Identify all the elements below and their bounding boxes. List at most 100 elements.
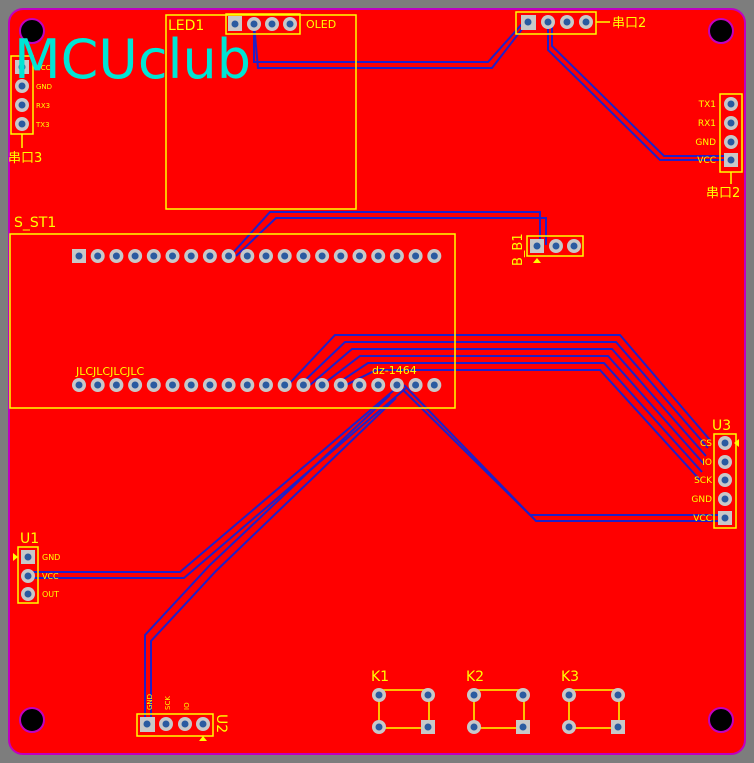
header-pad-hole (187, 381, 195, 389)
header-pad-hole (75, 252, 83, 260)
u3-connector[interactable]: U3 CS IO SCK GND VCC (691, 418, 739, 529)
serial2-top-connector[interactable]: 串口2 (515, 11, 646, 35)
header-pad-hole (430, 252, 438, 260)
header-pad-hole (412, 381, 420, 389)
header-pad-hole (94, 252, 102, 260)
u3-outline (713, 433, 737, 529)
header-pad-hole (94, 381, 102, 389)
led1-label: OLED (306, 18, 336, 31)
serial2-right-pin-label: GND (695, 138, 716, 148)
key-k3[interactable]: K3 (561, 669, 625, 734)
serial2-right-pin-label: TX1 (698, 100, 716, 110)
led1-ref: LED1 (168, 18, 204, 34)
header-pad-hole (225, 252, 233, 260)
u2-connector[interactable]: U2 GND SCK IO (136, 694, 229, 741)
s-st1-top-header (72, 249, 442, 263)
s-st1-part-number: dz-1464 (372, 364, 417, 377)
traces (28, 23, 730, 720)
header-pad-hole (187, 252, 195, 260)
u2-pin-label: GND (146, 694, 154, 710)
header-pad-hole (225, 381, 233, 389)
header-pad-hole (262, 252, 270, 260)
s-st1-outline (9, 233, 456, 409)
u3-pin-label: VCC (693, 514, 712, 524)
led1-header-outline (225, 13, 301, 35)
mounting-hole-top-left (19, 18, 45, 44)
serial2-top-ref: 串口2 (612, 16, 646, 31)
header-pad-hole (206, 252, 214, 260)
serial3-connector[interactable]: VCC GND RX3 TX3 串口3 (8, 55, 52, 166)
serial2-right-pins (724, 97, 738, 167)
mounting-hole-bottom-left (19, 707, 45, 733)
b-b1-ref: B_B1 (511, 233, 526, 266)
u2-pin-label: IO (183, 702, 191, 710)
s-st1-silk-text: JLCJLCJLCJLC (75, 365, 145, 378)
s-st1-module[interactable]: S_ST1 JLCJLCJLCJLC dz-1464 (9, 215, 456, 409)
b-b1-outline (526, 235, 584, 257)
header-pad-hole (318, 381, 326, 389)
key-k2[interactable]: K2 (466, 669, 530, 734)
header-pad-hole (112, 381, 120, 389)
header-pad-hole (412, 252, 420, 260)
u1-pin-label: OUT (42, 590, 59, 599)
header-pad-hole (393, 381, 401, 389)
u3-pin-label: SCK (694, 476, 713, 486)
u3-pin-label: CS (700, 439, 712, 449)
header-pad-hole (356, 252, 363, 260)
led1-pins (228, 16, 297, 31)
s-st1-ref: S_ST1 (14, 215, 56, 231)
header-pad-hole (75, 381, 83, 389)
header-pad-hole (131, 381, 139, 389)
u2-ref: U2 (213, 714, 229, 733)
mounting-hole-top-right (708, 18, 734, 44)
mounting-hole-bottom-right (708, 707, 734, 733)
k1-ref: K1 (371, 669, 389, 685)
header-pad-hole (337, 252, 345, 260)
u1-ref: U1 (20, 531, 39, 547)
header-pad-hole (393, 252, 401, 260)
serial2-right-pin-label: VCC (697, 156, 716, 166)
u1-pin-label: GND (42, 553, 60, 562)
header-pad-hole (243, 252, 251, 260)
led1-module[interactable]: LED1 OLED (165, 13, 357, 210)
header-pad-hole (374, 252, 382, 260)
serial3-pins (15, 60, 29, 131)
u3-pin-label: IO (702, 458, 712, 468)
u1-pin-label: VCC (42, 572, 59, 581)
header-pad-hole (374, 381, 382, 389)
serial3-pin-label: VCC (36, 64, 51, 72)
serial2-top-outline (515, 11, 597, 35)
header-pad-hole (169, 252, 176, 260)
header-pad-hole (243, 381, 251, 389)
header-pad-hole (356, 381, 363, 389)
header-pad-hole (281, 381, 289, 389)
k2-ref: K2 (466, 669, 484, 685)
serial3-ref: 串口3 (8, 151, 42, 166)
header-pad-hole (430, 381, 438, 389)
serial2-right-connector[interactable]: TX1 RX1 GND VCC 串口2 (695, 93, 743, 201)
u2-outline (136, 713, 214, 737)
key-k1[interactable]: K1 (371, 669, 435, 734)
u3-pin-label: GND (691, 495, 712, 505)
mounting-holes (19, 18, 734, 733)
watermark-text: MCUclub (14, 28, 251, 91)
header-pad-hole (299, 381, 307, 389)
header-pad-hole (337, 381, 345, 389)
serial3-pin-label: GND (36, 83, 52, 91)
b-b1-connector[interactable]: B_B1 (511, 233, 584, 266)
u1-connector[interactable]: U1 GND VCC OUT (13, 531, 60, 604)
header-pad-hole (318, 252, 326, 260)
k3-ref: K3 (561, 669, 579, 685)
u1-outline (17, 546, 39, 604)
led1-outline (165, 14, 357, 210)
s-st1-bottom-header (72, 378, 442, 392)
serial3-pin-label: RX3 (36, 102, 50, 110)
u2-pin-label: SCK (164, 696, 172, 710)
header-pad-hole (131, 252, 139, 260)
header-pad-hole (150, 381, 158, 389)
serial2-top-pins (521, 15, 593, 30)
header-pad-hole (206, 381, 214, 389)
header-pad-hole (112, 252, 120, 260)
header-pad-hole (150, 252, 158, 260)
header-pad-hole (169, 381, 176, 389)
